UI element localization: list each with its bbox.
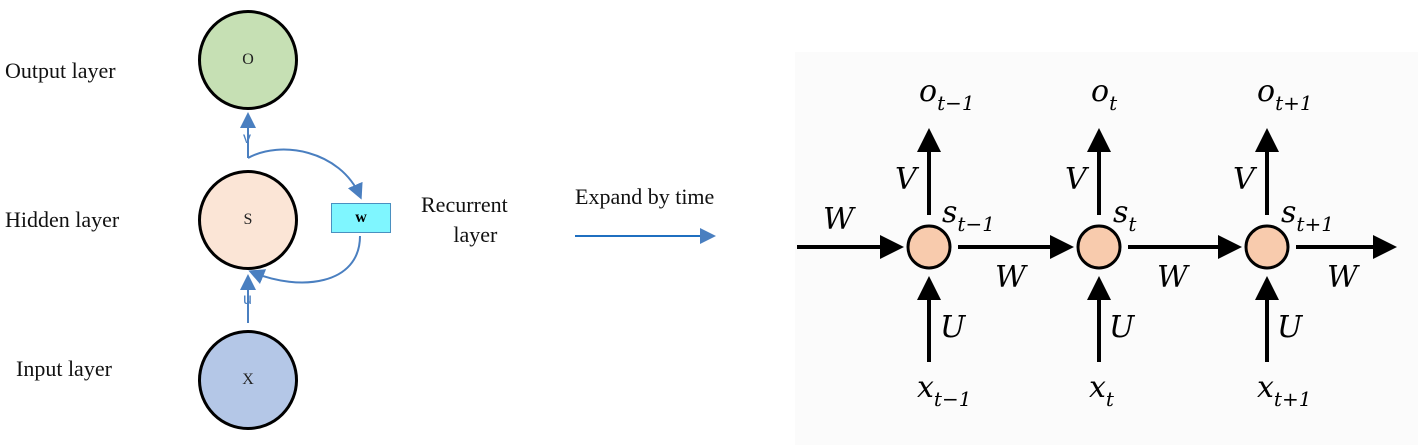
- state-label-2: st: [1113, 195, 1137, 236]
- w-weight-box: w: [331, 203, 391, 233]
- w-weight-label-2: W: [1157, 260, 1188, 295]
- output-label-1: ot−1: [919, 74, 975, 115]
- input-label-3: xt+1: [1257, 370, 1312, 411]
- state-node-1: [906, 224, 952, 270]
- v-weight-label-3: V: [1233, 162, 1255, 197]
- v-weight-label-2: V: [1065, 162, 1087, 197]
- state-node-3: [1244, 224, 1290, 270]
- w-weight-label-3: W: [1327, 260, 1358, 295]
- output-label-2: ot: [1091, 74, 1118, 115]
- hidden-layer-label: Hidden layer: [5, 207, 120, 232]
- output-layer-label: Output layer: [5, 58, 116, 83]
- u-label: u: [243, 291, 252, 308]
- input-label-2: xt: [1089, 370, 1114, 411]
- output-node: O: [198, 10, 298, 110]
- output-label-3: ot+1: [1257, 74, 1313, 115]
- expand-by-time-label: Expand by time: [575, 184, 715, 209]
- u-weight-label-3: U: [1277, 310, 1303, 345]
- recurrent-layer-label: Recurrent layer: [421, 192, 508, 247]
- state-label-1: st−1: [942, 195, 995, 236]
- hidden-node: S: [198, 170, 298, 270]
- w-weight-label-in: W: [823, 202, 854, 237]
- u-weight-label-1: U: [940, 310, 966, 345]
- unrolled-rnn-panel: ot−1 ot ot+1 V V V st−1 st st+1 W W W W …: [795, 52, 1418, 445]
- v-label: v: [243, 130, 251, 147]
- input-layer-label: Input layer: [16, 356, 112, 381]
- u-weight-label-2: U: [1109, 310, 1135, 345]
- input-node: X: [198, 330, 298, 430]
- recurrent-loop-top: [247, 148, 363, 200]
- w-weight-label-1: W: [995, 260, 1026, 295]
- input-label-1: xt−1: [917, 370, 972, 411]
- state-node-2: [1076, 224, 1122, 270]
- recurrent-loop-bottom: [248, 235, 361, 284]
- v-weight-label-1: V: [895, 162, 917, 197]
- unrolled-arrows: [797, 128, 1397, 362]
- state-label-3: st+1: [1281, 195, 1334, 236]
